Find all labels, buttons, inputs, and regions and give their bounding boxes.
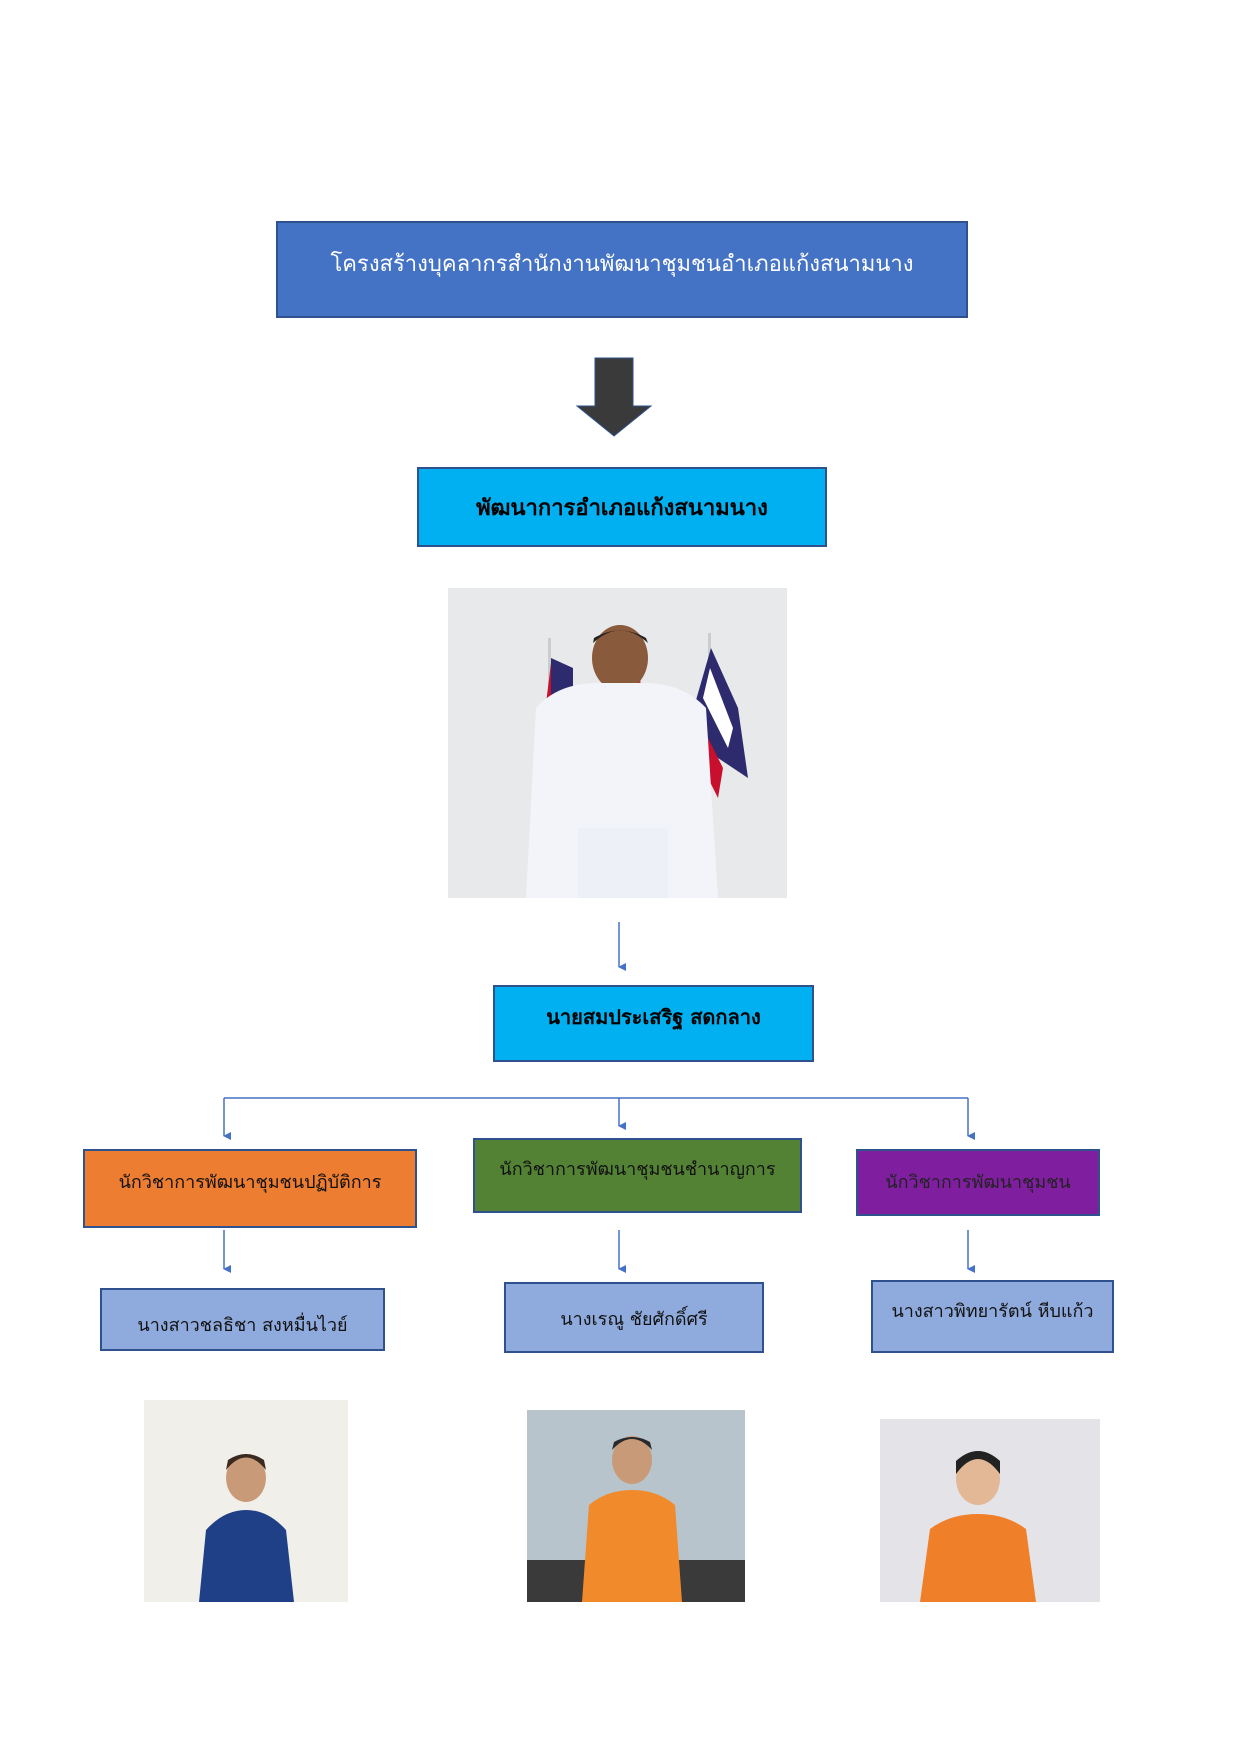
department-head-title-box: พัฒนาการอำเภอแก้งสนามนาง — [417, 467, 827, 547]
chart-title: โครงสร้างบุคลากรสำนักงานพัฒนาชุมชนอำเภอแ… — [330, 252, 914, 277]
staff-name-box-2: นางเรณู ชัยศักดิ์ศรี — [504, 1282, 764, 1353]
staff-name-box-1: นางสาวชลธิชา สงหมื่นไวย์ — [100, 1288, 385, 1351]
staff-name-box-3: นางสาวพิทยารัตน์ หีบแก้ว — [871, 1280, 1114, 1353]
staff-name: นางสาวชลธิชา สงหมื่นไวย์ — [137, 1315, 348, 1336]
staff-photo-3 — [880, 1419, 1100, 1602]
staff-name: นางเรณู ชัยศักดิ์ศรี — [560, 1309, 708, 1330]
position-label: นักวิชาการพัฒนาชุมชน — [885, 1172, 1071, 1193]
position-label: นักวิชาการพัฒนาชุมชนปฏิบัติการ — [118, 1172, 382, 1193]
staff-photo-2 — [527, 1410, 745, 1602]
head-photo — [448, 588, 787, 898]
position-label: นักวิชาการพัฒนาชุมชนชำนาญการ — [499, 1159, 776, 1180]
position-box-2: นักวิชาการพัฒนาชุมชนชำนาญการ — [473, 1138, 802, 1213]
department-head-title: พัฒนาการอำเภอแก้งสนามนาง — [476, 495, 768, 521]
position-box-1: นักวิชาการพัฒนาชุมชนปฏิบัติการ — [83, 1149, 417, 1228]
staff-name: นางสาวพิทยารัตน์ หีบแก้ว — [891, 1301, 1094, 1322]
staff-photo-1 — [144, 1400, 348, 1602]
position-box-3: นักวิชาการพัฒนาชุมชน — [856, 1149, 1100, 1216]
department-head-name-box: นายสมประเสริฐ สดกลาง — [493, 985, 814, 1062]
big-down-arrow-icon — [575, 357, 653, 437]
chart-title-box: โครงสร้างบุคลากรสำนักงานพัฒนาชุมชนอำเภอแ… — [276, 221, 968, 318]
department-head-name: นายสมประเสริฐ สดกลาง — [546, 1005, 761, 1029]
